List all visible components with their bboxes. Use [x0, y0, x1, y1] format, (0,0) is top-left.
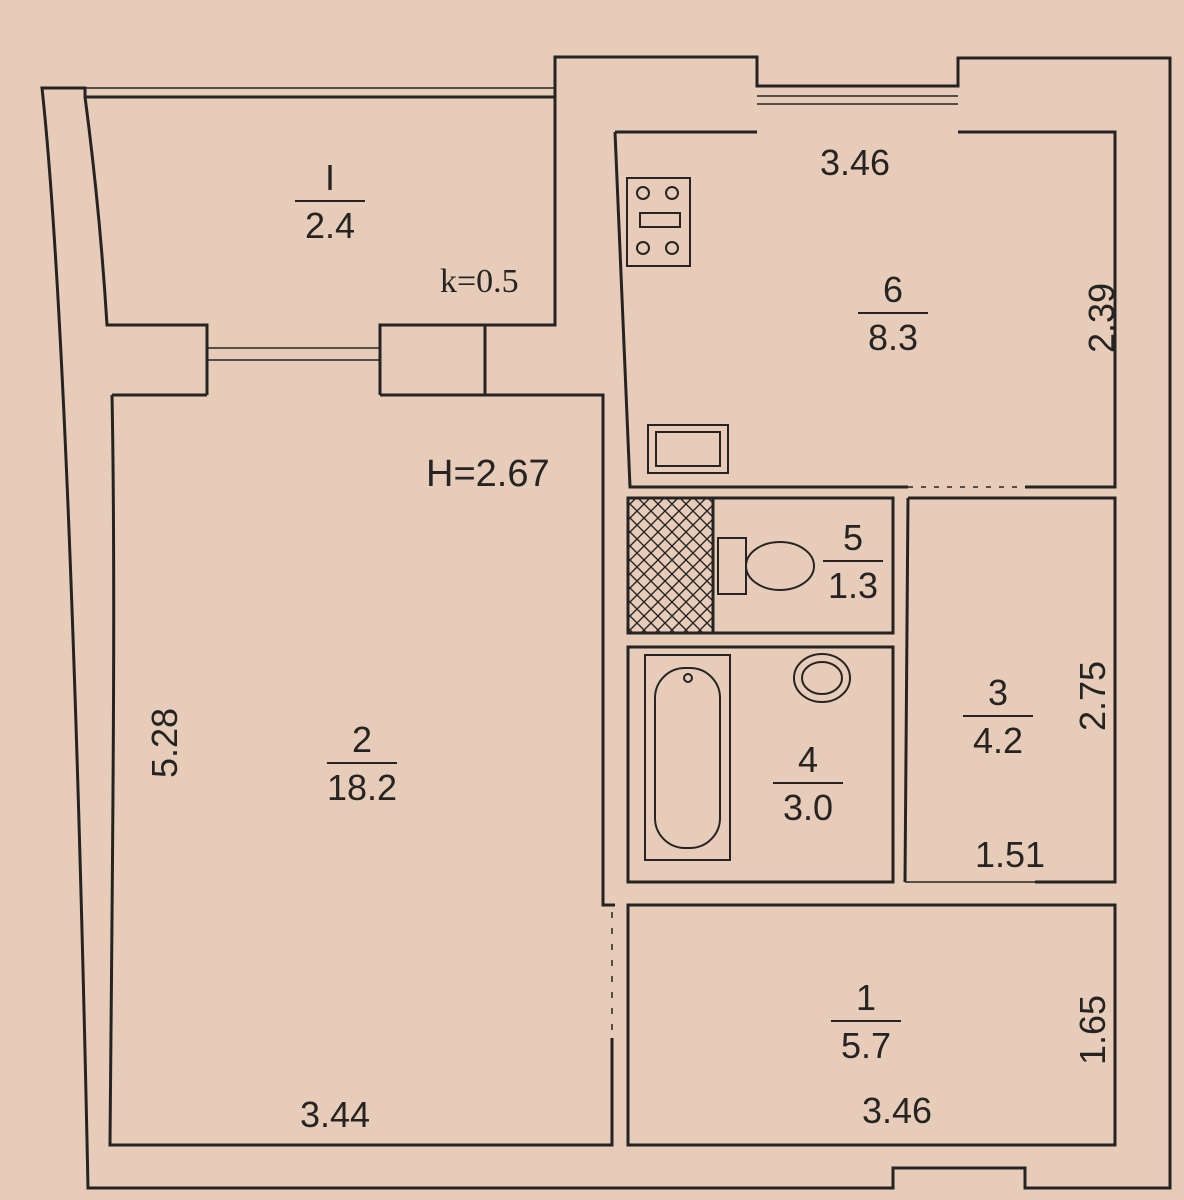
room-1-label: 1 5.7 — [831, 980, 901, 1064]
bathroom-wall — [626, 645, 895, 884]
living-width-dimension: 3.44 — [300, 1094, 371, 1135]
bathtub-inner — [654, 667, 721, 849]
toilet-bowl — [745, 541, 815, 591]
corridor-wall — [626, 903, 1117, 1147]
living-depth-dimension: 5.28 — [144, 707, 185, 779]
room-number: 5 — [842, 517, 864, 558]
room-area: 8.3 — [867, 317, 919, 358]
room-balcony-label: I 2.4 — [295, 160, 365, 244]
toilet-shaft — [626, 496, 715, 635]
room-area: 1.3 — [827, 565, 879, 606]
room-6-label: 6 8.3 — [858, 272, 928, 356]
room-area: 2.4 — [304, 205, 356, 246]
outer-wall — [40, 55, 1172, 1190]
wash-basin — [793, 653, 851, 703]
kitchen-sink — [647, 424, 729, 474]
room-number: 6 — [882, 269, 904, 310]
room-area: 4.2 — [972, 720, 1024, 761]
room-number: I — [324, 157, 335, 198]
corridor-depth-dimension: 1.65 — [1072, 994, 1113, 1066]
kitchen-wall — [613, 130, 1117, 489]
room-number: 4 — [797, 739, 819, 780]
room-4-label: 4 3.0 — [773, 742, 843, 826]
hall-width-dimension: 1.51 — [975, 834, 1046, 875]
ceiling-height: H=2.67 — [426, 453, 550, 495]
bathtub-drain — [683, 673, 693, 683]
living-room-door — [603, 904, 613, 1038]
corridor-width-dimension: 3.46 — [862, 1090, 933, 1131]
kitchen-width-dimension: 3.46 — [820, 142, 891, 183]
room-number: 1 — [855, 977, 877, 1018]
room-area: 5.7 — [840, 1025, 892, 1066]
living-room-wall — [108, 393, 615, 1147]
room-area: 3.0 — [782, 787, 834, 828]
room-number: 2 — [351, 719, 373, 760]
balcony-window — [85, 87, 555, 98]
room-3-label: 3 4.2 — [963, 675, 1033, 759]
hall-wall — [903, 496, 1117, 884]
room-5-label: 5 1.3 — [823, 520, 883, 604]
bathtub — [644, 654, 731, 861]
room-2-label: 2 18.2 — [327, 722, 397, 806]
room-number: 3 — [987, 672, 1009, 713]
kitchen-window — [757, 85, 958, 105]
balcony-door-window — [207, 347, 380, 361]
room-area: 18.2 — [326, 767, 398, 808]
toilet-tank — [717, 537, 747, 595]
hall-depth-dimension: 2.75 — [1072, 660, 1113, 732]
balcony-coefficient: k=0.5 — [440, 263, 519, 300]
kitchen-depth-dimension: 2.39 — [1081, 282, 1122, 354]
balcony-wall — [83, 96, 557, 395]
stove — [626, 177, 691, 267]
